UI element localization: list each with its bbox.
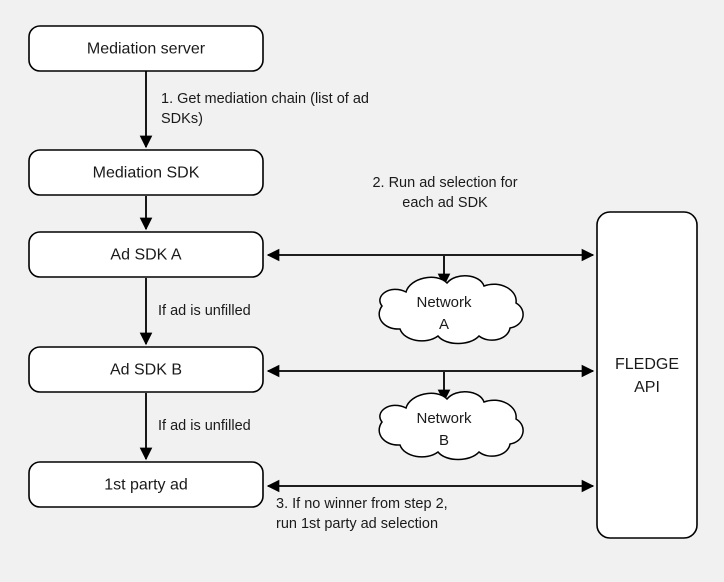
node-mediation-sdk[interactable]: Mediation SDK [28, 149, 264, 196]
node-ad-sdk-a[interactable]: Ad SDK A [28, 231, 264, 278]
cloud-network-a: Network A [378, 275, 524, 345]
node-fledge-api-label-line1: FLEDGE [615, 356, 679, 373]
node-fledge-api[interactable]: FLEDGE API [596, 211, 698, 539]
edge-label-unfilled-a: If ad is unfilled [158, 303, 251, 319]
edge-label-step-3: 3. If no winner from step 2, run 1st par… [276, 496, 448, 532]
cloud-network-a-label-line1: Network [416, 294, 472, 311]
node-mediation-server[interactable]: Mediation server [28, 25, 264, 72]
node-mediation-sdk-label: Mediation SDK [93, 165, 200, 182]
cloud-network-b-label-line1: Network [416, 410, 472, 427]
node-fledge-api-label-line2: API [634, 379, 660, 396]
node-ad-sdk-b[interactable]: Ad SDK B [28, 346, 264, 393]
edge-label-unfilled-b: If ad is unfilled [158, 418, 251, 434]
node-first-party-ad-label: 1st party ad [104, 477, 188, 494]
edge-label-step-2: 2. Run ad selection for each ad SDK [372, 175, 518, 211]
node-ad-sdk-b-label: Ad SDK B [110, 362, 182, 379]
node-ad-sdk-a-label: Ad SDK A [110, 247, 181, 264]
cloud-network-b: Network B [378, 391, 524, 461]
node-mediation-server-label: Mediation server [87, 41, 206, 58]
cloud-network-b-label-line2: B [439, 432, 449, 449]
edge-label-step-1: 1. Get mediation chain (list of ad SDKs) [161, 91, 369, 127]
cloud-network-a-label-line2: A [439, 316, 449, 333]
node-first-party-ad[interactable]: 1st party ad [28, 461, 264, 508]
